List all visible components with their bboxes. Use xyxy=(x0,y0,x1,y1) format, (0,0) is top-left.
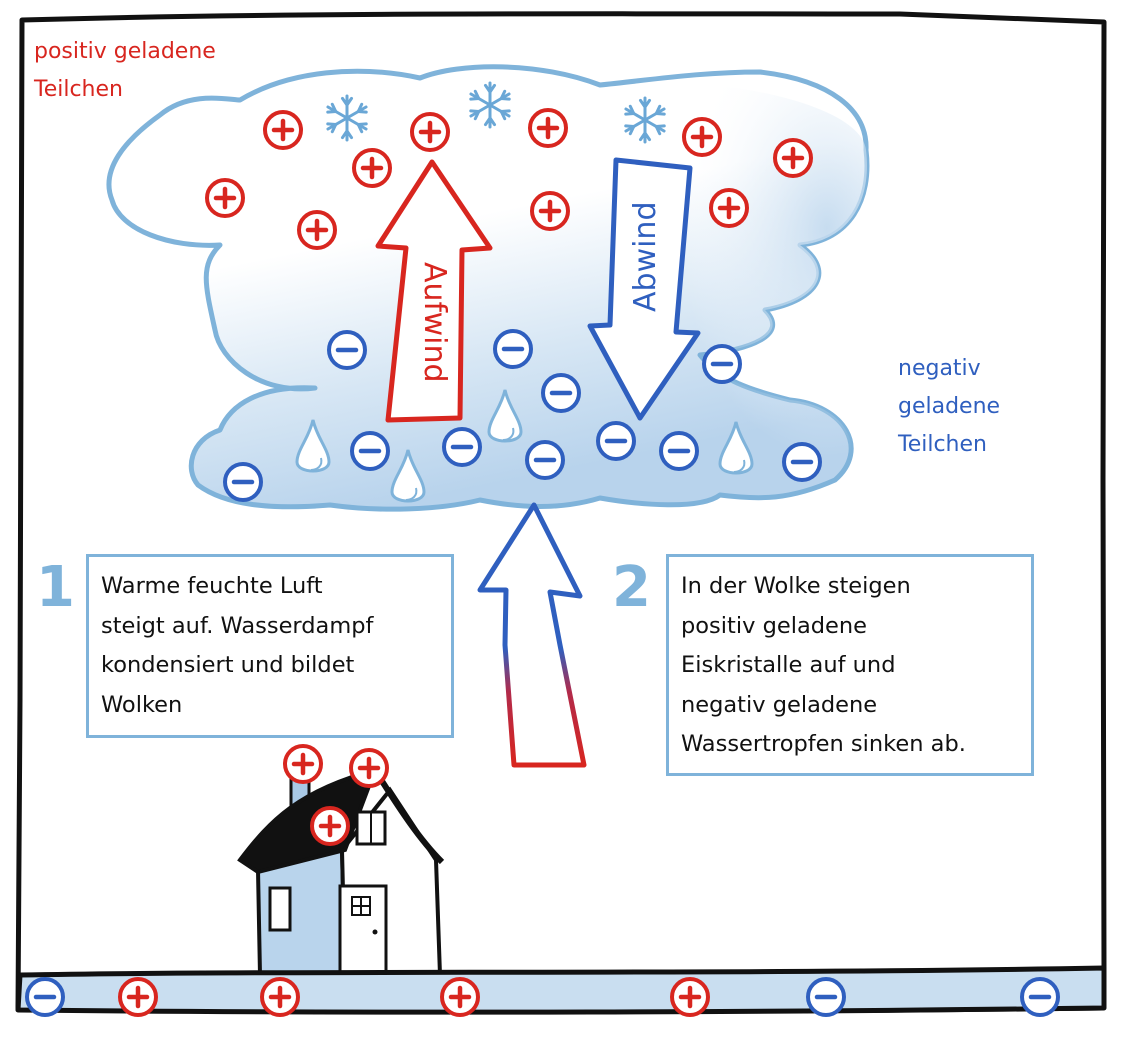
negative-label-line: geladene xyxy=(898,394,1001,419)
step-2-line: Wassertropfen sinken ab. xyxy=(681,731,966,757)
step-2-line: negativ geladene xyxy=(681,691,878,718)
step-1-line: Wolken xyxy=(101,691,183,718)
snowflake-icon xyxy=(624,96,666,144)
positive-label-line: Teilchen xyxy=(34,77,123,102)
negative-charge-icon xyxy=(223,462,263,502)
negative-charge-icon xyxy=(782,442,822,482)
negative-charge-icon xyxy=(442,427,482,467)
water-droplets xyxy=(295,389,754,503)
cloud xyxy=(106,64,870,512)
step-2-line: positiv geladene xyxy=(681,612,867,639)
water-droplet-icon xyxy=(390,449,426,503)
positive-charge-icon xyxy=(528,108,568,148)
negative-charge-icon xyxy=(541,373,581,413)
cloud-charges xyxy=(205,108,822,502)
downdraft-arrow: Abwind xyxy=(587,157,701,421)
house xyxy=(237,767,445,977)
negative-label-line: Teilchen xyxy=(898,432,987,457)
positive-charge-icon xyxy=(297,210,337,250)
negative-charge-icon xyxy=(806,977,846,1017)
ground-charges xyxy=(25,977,1060,1017)
step-1-box: Warme feuchte Luft steigt auf. Wasserdam… xyxy=(86,554,454,738)
updraft-label: Aufwind xyxy=(417,262,452,383)
negative-particles-label: negativ geladene Teilchen xyxy=(898,350,1000,464)
step-1-line: kondensiert und bildet xyxy=(101,652,355,678)
step-2-line: Eiskristalle auf und xyxy=(681,652,896,678)
negative-charge-icon xyxy=(596,421,636,461)
water-droplet-icon xyxy=(295,419,331,473)
updraft-arrow: Aufwind xyxy=(375,159,493,423)
window-side xyxy=(268,886,292,932)
positive-charge-icon xyxy=(440,977,480,1017)
negative-charge-icon xyxy=(702,344,742,384)
step-2-number: 2 xyxy=(612,555,651,620)
positive-charge-icon xyxy=(310,806,350,846)
positive-charge-icon xyxy=(682,117,722,157)
rising-air-arrow xyxy=(477,502,587,768)
positive-charge-icon xyxy=(709,188,749,228)
step-1-number: 1 xyxy=(36,555,75,620)
positive-charge-icon xyxy=(283,744,323,784)
positive-charge-icon xyxy=(352,148,392,188)
positive-charge-icon xyxy=(260,977,300,1017)
negative-charge-icon xyxy=(327,330,367,370)
positive-charge-icon xyxy=(410,112,450,152)
positive-charge-icon xyxy=(530,191,570,231)
negative-charge-icon xyxy=(1020,977,1060,1017)
negative-charge-icon xyxy=(25,977,65,1017)
downdraft-label: Abwind xyxy=(628,202,663,313)
positive-charge-icon xyxy=(263,110,303,150)
step-2-line: In der Wolke steigen xyxy=(681,573,911,599)
house-charges xyxy=(283,744,389,846)
negative-charge-icon xyxy=(659,431,699,471)
step-1-line: Warme feuchte Luft xyxy=(101,573,323,599)
step-2-box: In der Wolke steigen positiv geladene Ei… xyxy=(666,554,1034,776)
positive-charge-icon xyxy=(670,977,710,1017)
negative-charge-icon xyxy=(350,431,390,471)
water-droplet-icon xyxy=(718,421,754,475)
snowflake-icon xyxy=(326,94,368,142)
negative-charge-icon xyxy=(525,440,565,480)
snowflake-icon xyxy=(469,81,511,129)
positive-charge-icon xyxy=(118,977,158,1017)
positive-label-line: positiv geladene xyxy=(34,39,216,64)
negative-charge-icon xyxy=(493,329,533,369)
step-1-line: steigt auf. Wasserdampf xyxy=(101,612,374,639)
door-knob xyxy=(372,929,378,935)
snowflakes xyxy=(326,81,666,144)
positive-charge-icon xyxy=(773,138,813,178)
negative-label-line: negativ xyxy=(898,356,981,381)
positive-charge-icon xyxy=(349,748,389,788)
positive-charge-icon xyxy=(205,178,245,218)
ground xyxy=(15,965,1107,1015)
water-droplet-icon xyxy=(487,389,523,443)
positive-particles-label: positiv geladene Teilchen xyxy=(34,33,216,109)
